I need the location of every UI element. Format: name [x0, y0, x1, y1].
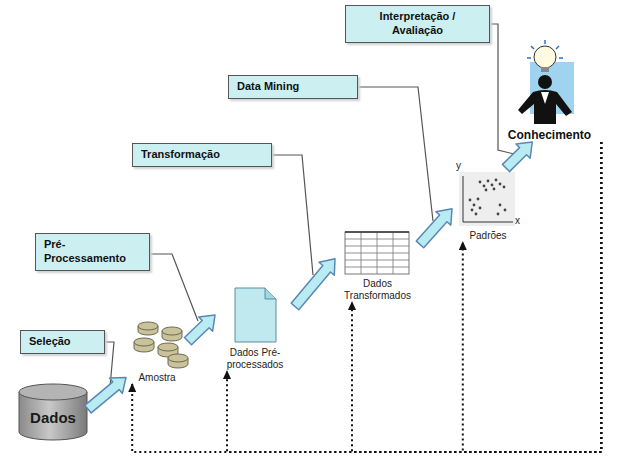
- transformed-data: Dados Transformados: [335, 230, 420, 302]
- knowledge-person: [518, 40, 574, 124]
- caption: Dados Transformados: [335, 278, 420, 302]
- flow-arrow: [85, 377, 126, 413]
- feedback-line: [132, 142, 601, 452]
- step-name: Seleção: [29, 335, 96, 349]
- feedback-line: [463, 142, 602, 452]
- flow-arrow: [185, 315, 216, 345]
- flow-arrow: [503, 142, 533, 172]
- step-label: Pré-Processamento: [35, 233, 150, 271]
- axis-label: y: [456, 160, 461, 171]
- patterns: Padrões: [452, 168, 524, 242]
- sample: Amostra: [126, 318, 188, 384]
- feedback-line: [227, 142, 601, 452]
- step-name: Pré-Processamento: [44, 238, 141, 266]
- axis-label: x: [515, 215, 520, 226]
- database: Dados: [18, 383, 88, 441]
- step-label: Interpretação / Avaliação: [345, 5, 490, 43]
- flow-arrow: [416, 209, 452, 248]
- scatter-plot: [459, 172, 515, 226]
- knowledge: Conhecimento: [492, 42, 607, 142]
- caption: Dados: [30, 409, 76, 427]
- database-cylinder: [19, 384, 87, 440]
- step-label: Data Mining: [228, 75, 358, 99]
- leader-lines: [105, 24, 514, 387]
- caption: Padrões: [469, 230, 506, 242]
- sample-coins: [134, 322, 188, 368]
- step-label: Transformação: [132, 143, 272, 167]
- document-icon: [235, 288, 276, 342]
- caption: Conhecimento: [508, 128, 591, 142]
- table-grid: [345, 232, 409, 274]
- preprocessed-data: Dados Pré-processados: [215, 285, 295, 371]
- step-name: Transformação: [141, 148, 263, 162]
- flow-arrow: [291, 259, 335, 310]
- step-name: Data Mining: [237, 80, 349, 94]
- step-label: Seleção: [20, 330, 105, 354]
- caption: Amostra: [138, 372, 175, 384]
- caption: Dados Pré-processados: [215, 347, 295, 371]
- step-name: Interpretação / Avaliação: [354, 10, 481, 38]
